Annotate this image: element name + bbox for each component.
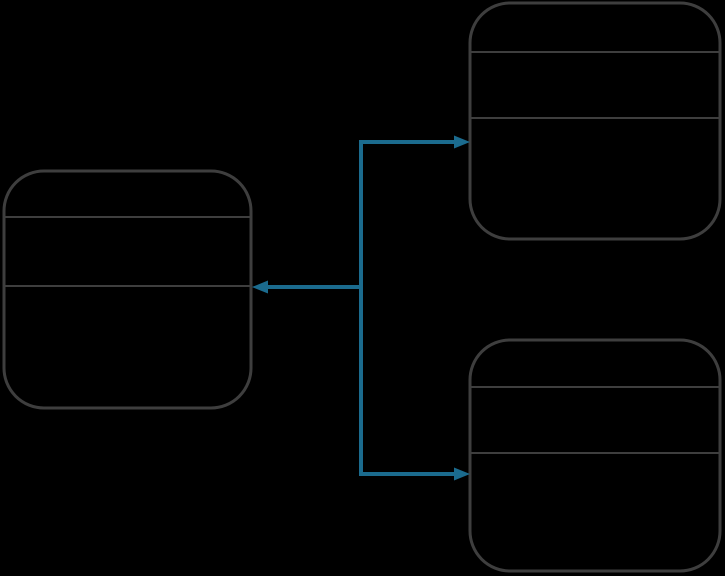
node-outline <box>2 169 253 410</box>
arrowhead <box>252 280 268 294</box>
connector-edges <box>252 135 470 481</box>
entity-node-left <box>2 169 253 410</box>
node-outline <box>468 1 722 241</box>
arrowhead <box>454 467 470 481</box>
node-outline <box>468 338 722 573</box>
arrowhead <box>454 135 470 149</box>
entity-node-top-right <box>468 1 722 241</box>
entity-node-bottom-right <box>468 338 722 573</box>
